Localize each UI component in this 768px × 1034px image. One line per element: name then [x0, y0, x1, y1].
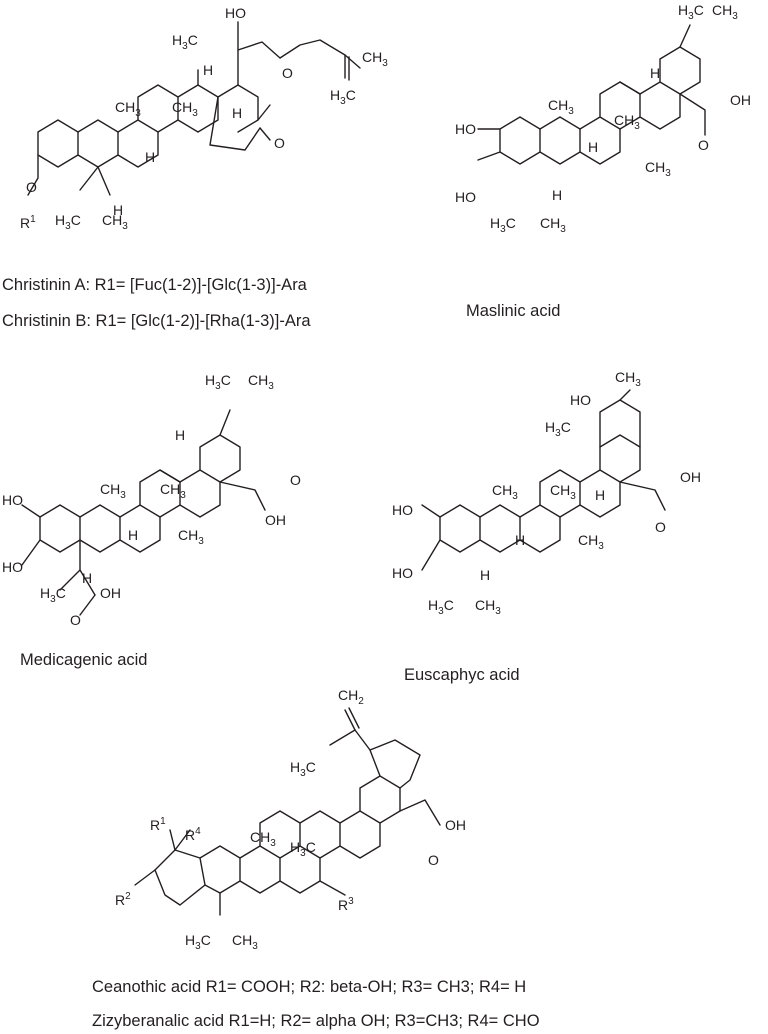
- medicagenic-oh-label: OH: [265, 512, 286, 528]
- christinin-h3-label: H: [145, 149, 155, 165]
- christinin-ch3d-label: CH3: [102, 212, 128, 232]
- maslinic-oh-label: OH: [730, 92, 751, 108]
- maslinic-h-label: H: [650, 65, 660, 81]
- christinin-r1-label: R1: [20, 214, 36, 231]
- caption-ceanothic-acid: Ceanothic acid R1= COOH; R2: beta-OH; R3…: [92, 978, 527, 996]
- ceanothic-h3c-label: H3C: [290, 759, 316, 779]
- euscaphyc-ch3a-label: CH3: [492, 482, 518, 502]
- ceanothic-ch2-label: CH2: [338, 687, 364, 707]
- caption-christinin-a: Christinin A: R1= [Fuc(1-2)]-[Glc(1-3)]-…: [2, 276, 307, 294]
- caption-christinin-b: Christinin B: R1= [Glc(1-2)]-[Rha(1-3)]-…: [2, 312, 311, 330]
- ceanothic-h3c3-label: H3C: [185, 932, 211, 952]
- ceanothic-r4-label: R4: [185, 826, 201, 843]
- christinin-h3c-label: H3C: [172, 32, 198, 52]
- euscaphyc-h-label: H: [595, 487, 605, 503]
- maslinic-ho2-label: HO: [455, 189, 476, 205]
- euscaphyc-ho2-label: HO: [392, 565, 413, 581]
- ceanothic-oh-label: OH: [445, 817, 466, 833]
- medicagenic-ch3b-label: CH3: [160, 481, 186, 501]
- medicagenic-o2-label: O: [70, 612, 81, 628]
- christinin-o2-label: O: [274, 135, 285, 151]
- christinin-ch3-label: CH3: [362, 49, 388, 69]
- maslinic-ch3-top-label: H3C: [678, 2, 704, 22]
- christinin-ch3c-label: CH3: [172, 99, 198, 119]
- caption-maslinic-acid: Maslinic acid: [466, 302, 561, 320]
- maslinic-structure: H3C CH3 H OH O CH3 CH3 H CH3 HO HO H H3C…: [455, 2, 751, 235]
- euscaphyc-ho-label: HO: [570, 392, 591, 408]
- ceanothic-r3-label: R3: [338, 896, 354, 913]
- medicagenic-h2-label: H: [128, 527, 138, 543]
- euscaphyc-h3c2-label: H3C: [428, 597, 454, 617]
- maslinic-o-label: O: [698, 137, 709, 153]
- medicagenic-ch3a-label: CH3: [100, 481, 126, 501]
- medicagenic-ch3c-label: CH3: [178, 527, 204, 547]
- caption-zizyberanalic-acid: Zizyberanalic acid R1=H; R2= alpha OH; R…: [92, 1012, 540, 1030]
- christinin-h3c2-label: H3C: [330, 87, 356, 107]
- medicagenic-structure: H3C CH3 H O OH CH3 CH3 H CH3 HO HO H H3C…: [2, 372, 301, 628]
- euscaphyc-h3-label: H: [480, 567, 490, 583]
- christinin-h4-label: H: [113, 202, 123, 218]
- ceanothic-r1-label: R1: [150, 816, 166, 833]
- christinin-h3c3-label: H3C: [55, 212, 81, 232]
- maslinic-ho1-label: HO: [455, 121, 476, 137]
- christinin-h2-label: H: [232, 105, 242, 121]
- euscaphyc-o-label: O: [655, 519, 666, 535]
- medicagenic-h3c-label: H3C: [40, 585, 66, 605]
- euscaphyc-h3c-label: H3C: [545, 419, 571, 439]
- euscaphyc-h2-label: H: [515, 532, 525, 548]
- maslinic-h3-label: H: [552, 187, 562, 203]
- christinin-ho-label: HO: [225, 5, 246, 21]
- ceanothic-structure: CH2 H3C OH O R1 R4 R2 CH3 H3C R3 H3C CH3: [115, 687, 466, 952]
- medicagenic-h3c-top-label: H3C: [205, 372, 231, 392]
- euscaphyc-structure: CH3 HO H3C H OH O CH3 CH3 H CH3 HO HO H …: [392, 369, 701, 617]
- medicagenic-o-label: O: [290, 472, 301, 488]
- maslinic-ch3c-label: CH3: [645, 159, 671, 179]
- maslinic-h3c-label: H3C: [490, 215, 516, 235]
- ceanothic-ch3a-label: CH3: [250, 829, 276, 849]
- christinin-ch3b-label: CH3: [115, 99, 141, 119]
- medicagenic-h3-label: H: [82, 570, 92, 586]
- euscaphyc-oh-label: OH: [680, 469, 701, 485]
- christinin-structure: HO H3C H O O H CH3 H3C CH3 CH3 H H O R1 …: [20, 5, 388, 232]
- maslinic-h2-label: H: [588, 139, 598, 155]
- euscaphyc-ch3c-label: CH3: [578, 532, 604, 552]
- maslinic-ch3b-label: CH3: [614, 112, 640, 132]
- euscaphyc-ch3b-label: CH3: [550, 482, 576, 502]
- christinin-o-ring-label: O: [282, 65, 293, 81]
- medicagenic-h-label: H: [175, 427, 185, 443]
- medicagenic-ho2-label: HO: [2, 559, 23, 575]
- euscaphyc-ch3d-label: CH3: [475, 597, 501, 617]
- ceanothic-o-label: O: [428, 852, 439, 868]
- caption-medicagenic-acid: Medicagenic acid: [20, 651, 148, 669]
- ceanothic-r2-label: R2: [115, 891, 131, 908]
- ceanothic-h3c2-label: H3C: [290, 839, 316, 859]
- medicagenic-ch3-top-label: CH3: [248, 372, 274, 392]
- medicagenic-coh-label: OH: [100, 585, 121, 601]
- christinin-o-label: O: [26, 179, 37, 195]
- ceanothic-ch3b-label: CH3: [232, 932, 258, 952]
- euscaphyc-ho1-label: HO: [392, 502, 413, 518]
- maslinic-ch3-top2-label: CH3: [712, 2, 738, 22]
- medicagenic-ho1-label: HO: [2, 492, 23, 508]
- christinin-h-label: H: [203, 62, 213, 78]
- maslinic-ch3a-label: CH3: [548, 97, 574, 117]
- maslinic-ch3d-label: CH3: [540, 215, 566, 235]
- euscaphyc-ch3-top-label: CH3: [615, 369, 641, 389]
- caption-euscaphyc-acid: Euscaphyc acid: [404, 666, 520, 684]
